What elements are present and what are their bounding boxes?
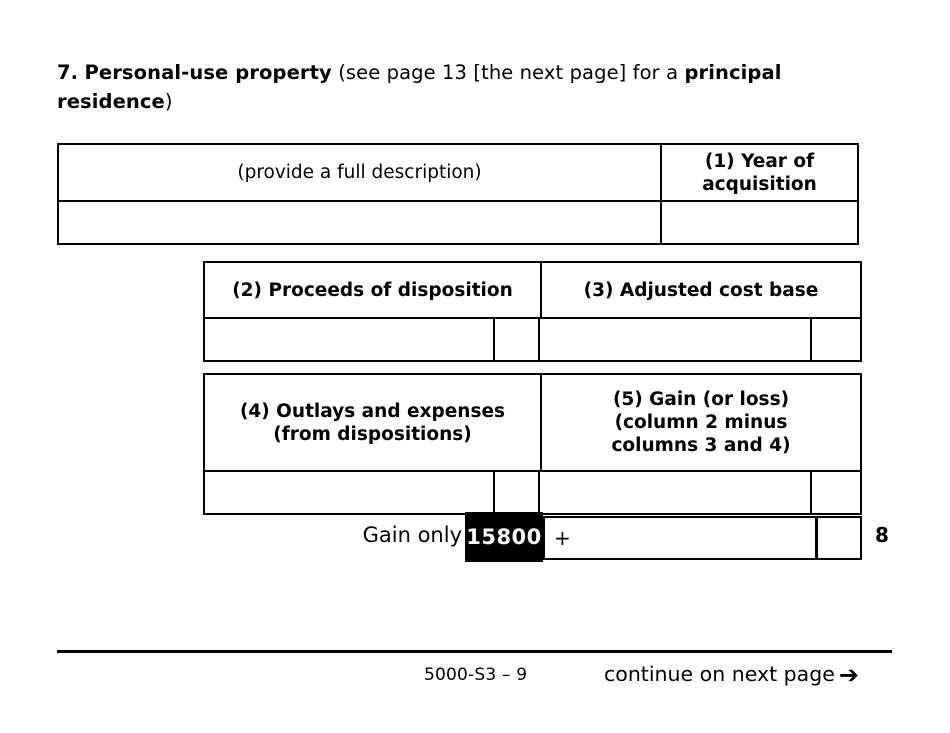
table-proceeds-entry-row (205, 319, 860, 360)
section-note-after: ) (164, 90, 173, 113)
input-gain-only-amount[interactable]: + (543, 516, 817, 560)
input-outlays-dollars[interactable] (205, 472, 493, 513)
gain-only-sign: + (554, 526, 571, 550)
section-number: 7. (57, 61, 79, 84)
section-heading: 7. Personal-use property (see page 13 [t… (57, 58, 892, 116)
table-gain-entry-row (205, 472, 860, 513)
table-proceeds-and-cost-base: (2) Proceeds of disposition (3) Adjusted… (203, 261, 862, 362)
input-full-description[interactable] (59, 202, 660, 243)
input-cost-base-dollars[interactable] (538, 319, 810, 360)
section-title: Personal-use property (84, 61, 332, 84)
input-proceeds-dollars[interactable] (205, 319, 493, 360)
header-adjusted-cost-base: (3) Adjusted cost base (540, 263, 860, 317)
header-year-of-acquisition: (1) Year of acquisition (660, 145, 857, 200)
gain-only-reference-box: 15800 (465, 512, 543, 562)
table-gain-header-row: (4) Outlays and expenses (from dispositi… (205, 375, 860, 472)
table-description-header-row: (provide a full description) (1) Year of… (59, 145, 857, 202)
section-note-bold: principal residence (57, 61, 782, 113)
input-gain-cents[interactable] (810, 472, 856, 513)
input-proceeds-cents[interactable] (493, 319, 538, 360)
table-proceeds-header-row: (2) Proceeds of disposition (3) Adjusted… (205, 263, 860, 319)
footer-divider (57, 650, 892, 653)
footer-form-id: 5000-S3 – 9 (424, 665, 528, 685)
input-gain-only-cents[interactable] (816, 516, 862, 560)
footer-continue-text: continue on next page (604, 662, 835, 686)
input-year-of-acquisition[interactable] (660, 202, 857, 243)
table-description-entry-row (59, 202, 857, 243)
section-note-before: (see page 13 [the next page] for a (338, 61, 685, 84)
line-number-marker: 8 (875, 523, 889, 547)
input-gain-dollars[interactable] (538, 472, 810, 513)
input-cost-base-cents[interactable] (810, 319, 856, 360)
gain-only-row: Gain only 15800 + (203, 512, 862, 562)
footer-continue-notice: continue on next page ➔ (604, 661, 859, 689)
gain-only-label: Gain only (362, 523, 462, 547)
header-full-description: (provide a full description) (237, 162, 482, 183)
input-outlays-cents[interactable] (493, 472, 538, 513)
right-arrow-icon: ➔ (838, 661, 859, 689)
table-outlays-and-gain: (4) Outlays and expenses (from dispositi… (203, 373, 862, 515)
header-proceeds-of-disposition: (2) Proceeds of disposition (232, 279, 513, 301)
header-gain-or-loss: (5) Gain (or loss) (column 2 minus colum… (540, 375, 860, 470)
header-outlays-and-expenses: (4) Outlays and expenses (from dispositi… (239, 400, 506, 445)
table-description: (provide a full description) (1) Year of… (57, 143, 859, 245)
